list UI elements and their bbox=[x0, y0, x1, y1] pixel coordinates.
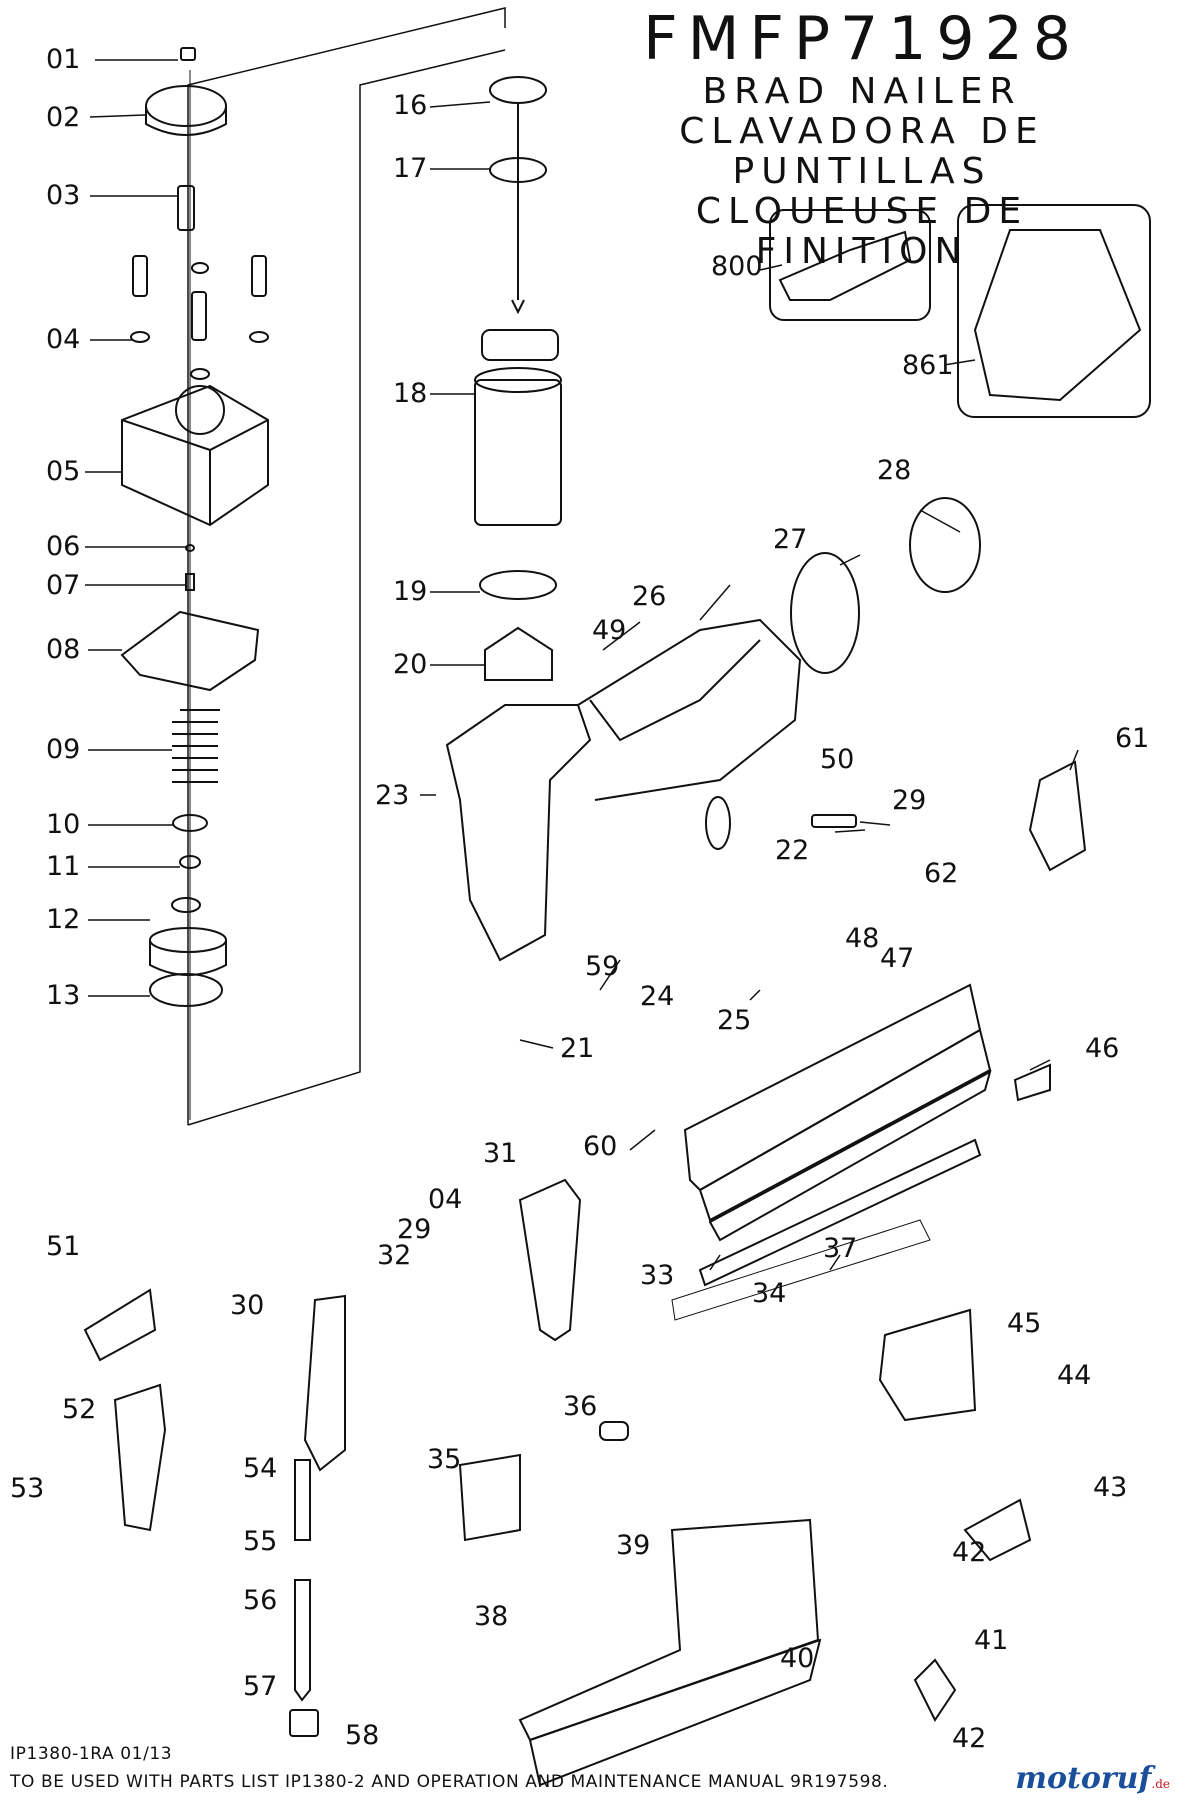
title-block: FMFP71928 BRAD NAILER CLAVADORA DE PUNTI… bbox=[602, 6, 1122, 272]
part-label: 35 bbox=[427, 1444, 462, 1475]
part-label: 02 bbox=[46, 102, 81, 133]
part-label: 26 bbox=[632, 581, 667, 612]
part-label: 57 bbox=[243, 1671, 278, 1702]
watermark-brand: motoruf bbox=[1015, 1761, 1152, 1796]
part-label: 28 bbox=[877, 455, 912, 486]
part-label: 09 bbox=[46, 734, 81, 765]
part-label: 45 bbox=[1007, 1308, 1042, 1339]
model-number: FMFP71928 bbox=[643, 4, 1081, 74]
part-label: 24 bbox=[640, 981, 675, 1012]
part-label: 40 bbox=[780, 1643, 815, 1674]
footer-code: IP1380-1RA 01/13 bbox=[10, 1744, 173, 1764]
part-label: 42 bbox=[952, 1723, 987, 1754]
part-label: 56 bbox=[243, 1585, 278, 1616]
part-label: 49 bbox=[592, 615, 627, 646]
part-label: 03 bbox=[46, 180, 81, 211]
part-label: 29 bbox=[892, 785, 927, 816]
part-label: 51 bbox=[46, 1231, 81, 1262]
watermark-tld: .de bbox=[1151, 1777, 1170, 1791]
part-label: 13 bbox=[46, 980, 81, 1011]
part-label: 61 bbox=[1115, 723, 1150, 754]
title-english: BRAD NAILER bbox=[702, 71, 1022, 112]
part-label: 07 bbox=[46, 570, 81, 601]
part-label: 37 bbox=[823, 1233, 858, 1264]
watermark-logo: motoruf.de bbox=[1015, 1761, 1170, 1796]
part-label: 12 bbox=[46, 904, 81, 935]
part-label: 43 bbox=[1093, 1472, 1128, 1503]
part-label: 54 bbox=[243, 1453, 278, 1484]
part-label: 800 bbox=[711, 251, 763, 282]
title-french: CLOUEUSE DE FINITION bbox=[695, 191, 1029, 272]
part-label: 59 bbox=[585, 951, 620, 982]
footer-note: TO BE USED WITH PARTS LIST IP1380-2 AND … bbox=[10, 1772, 889, 1792]
part-label: 08 bbox=[46, 634, 81, 665]
part-label: 11 bbox=[46, 851, 81, 882]
part-label: 18 bbox=[393, 378, 428, 409]
part-label: 44 bbox=[1057, 1360, 1092, 1391]
part-label: 50 bbox=[820, 744, 855, 775]
part-label: 29 bbox=[397, 1214, 432, 1245]
part-label: 22 bbox=[775, 835, 810, 866]
part-label: 21 bbox=[560, 1033, 595, 1064]
part-label: 32 bbox=[377, 1240, 412, 1271]
part-label: 16 bbox=[393, 90, 428, 121]
part-label: 04 bbox=[46, 324, 81, 355]
part-label: 47 bbox=[880, 943, 915, 974]
part-label: 62 bbox=[924, 858, 959, 889]
part-label: 20 bbox=[393, 649, 428, 680]
part-label: 60 bbox=[583, 1131, 618, 1162]
part-label: 58 bbox=[345, 1720, 380, 1751]
part-label: 52 bbox=[62, 1394, 97, 1425]
part-label: 10 bbox=[46, 809, 81, 840]
part-label: 41 bbox=[974, 1625, 1009, 1656]
part-label: 55 bbox=[243, 1526, 278, 1557]
part-label: 27 bbox=[773, 524, 808, 555]
part-label: 17 bbox=[393, 153, 428, 184]
part-label: 23 bbox=[375, 780, 410, 811]
part-label: 48 bbox=[845, 923, 880, 954]
part-label: 38 bbox=[474, 1601, 509, 1632]
part-label: 34 bbox=[752, 1278, 787, 1309]
part-label: 31 bbox=[483, 1138, 518, 1169]
part-label: 36 bbox=[563, 1391, 598, 1422]
part-label: 06 bbox=[46, 531, 81, 562]
part-label: 30 bbox=[230, 1290, 265, 1321]
part-label: 33 bbox=[640, 1260, 675, 1291]
part-label: 42 bbox=[952, 1537, 987, 1568]
part-label: 46 bbox=[1085, 1033, 1120, 1064]
part-label: 53 bbox=[10, 1473, 45, 1504]
part-label: 05 bbox=[46, 456, 81, 487]
part-label: 04 bbox=[428, 1184, 463, 1215]
part-label: 39 bbox=[616, 1530, 651, 1561]
part-label: 861 bbox=[902, 350, 954, 381]
part-label: 19 bbox=[393, 576, 428, 607]
part-label: 25 bbox=[717, 1005, 752, 1036]
title-spanish: CLAVADORA DE PUNTILLAS bbox=[679, 111, 1045, 192]
part-label: 01 bbox=[46, 44, 81, 75]
